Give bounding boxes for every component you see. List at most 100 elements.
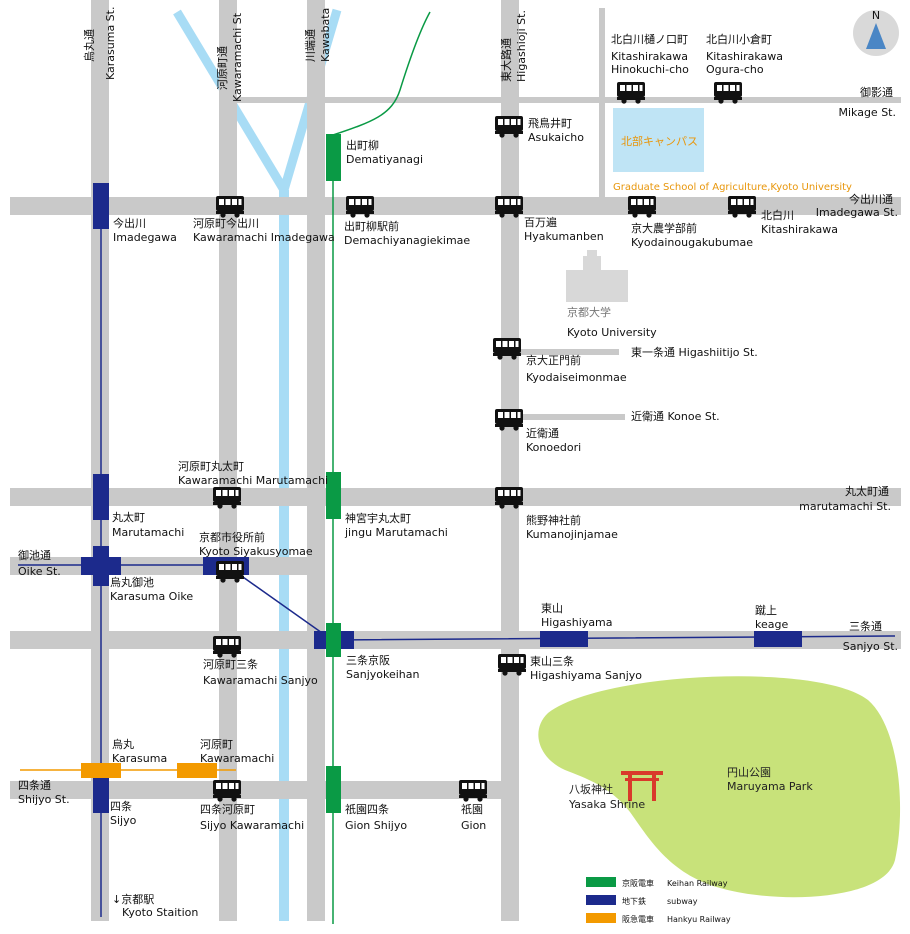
station-marutamachi[interactable] (93, 474, 109, 520)
north-campus-block (613, 108, 704, 172)
place-yasaka-jp: 八坂神社 (569, 782, 613, 796)
place-kyoto-university-jp: 京都大学 (567, 305, 611, 319)
street-kawabata-jp: 川端通 (304, 29, 317, 62)
place-demachiyanagiekimae-jp: 出町柳駅前 (344, 219, 399, 233)
place-marutamachi-jp: 丸太町 (112, 511, 145, 524)
place-imadegawa-jp: 今出川 (113, 216, 146, 230)
place-sijyo-jp: 四条 (110, 799, 132, 813)
place-keage-jp: 蹴上 (755, 603, 777, 617)
legend-hankyu-jp: 阪急電車 (622, 914, 654, 924)
yasaka-torii-icon (621, 771, 663, 801)
place-kyodaiseimonmae-jp: 京大正門前 (526, 353, 581, 367)
station-gion-shijyo[interactable] (326, 766, 341, 813)
road-karasuma (91, 0, 109, 921)
place-kyoto-station-jp: ↓京都駅 (112, 892, 154, 906)
place-ogura-en2: Ogura-cho (706, 63, 764, 76)
place-kyodainougakubumae-jp: 京大農学部前 (631, 221, 697, 235)
place-asukaicho-jp: 飛鳥井町 (528, 116, 572, 130)
legend-subway-jp: 地下鉄 (622, 896, 646, 906)
place-sijyo-kawaramachi-en: Sijyo Kawaramachi (200, 819, 304, 832)
street-kawaramachi-en: Kawaramachi St (231, 12, 244, 102)
place-sanjyokeihan-jp: 三条京阪 (346, 653, 390, 667)
road-higashiitijo (519, 349, 619, 355)
station-imadegawa[interactable] (93, 183, 109, 229)
place-konoedori-jp: 近衛通 (526, 427, 559, 440)
station-kawaramachi-hankyu[interactable] (177, 763, 217, 778)
place-kyodainougakubumae-en: Kyodainougakubumae (631, 236, 753, 249)
station-karasuma-oike-h[interactable] (81, 557, 121, 575)
place-demachiyanagi-en: Dematiyanagi (346, 153, 423, 166)
place-higashiyama-sanjyo-jp: 東山三条 (530, 654, 574, 668)
place-kawaramachi-en: Kawaramachi (200, 752, 274, 765)
road-mikage (237, 97, 901, 103)
place-hinokuchi-en1: Kitashirakawa (611, 50, 688, 63)
legend-hankyu-en: Hankyu Railway (667, 915, 731, 924)
road-shijyo (10, 781, 517, 799)
place-sijyo-kawaramachi-jp: 四条河原町 (200, 802, 255, 816)
street-marutamachi-jp: 丸太町通 (845, 485, 889, 498)
place-kumanojinjamae-jp: 熊野神社前 (526, 513, 581, 527)
place-campus-en: Graduate School of Agriculture,Kyoto Uni… (613, 182, 852, 193)
place-maruyama-jp: 円山公園 (727, 766, 771, 779)
street-sanjyo-en: Sanjyo St. (843, 640, 898, 653)
station-demachiyanagi[interactable] (326, 134, 341, 181)
place-demachiyanagi-jp: 出町柳 (346, 138, 379, 152)
street-higashiitijo: 東一条通 Higashiitijo St. (631, 345, 758, 359)
road-konoe (519, 414, 625, 420)
place-gion-jp: 祇園 (461, 803, 483, 816)
street-shijyo-en: Shijyo St. (18, 793, 70, 806)
street-higashioji-jp: 東大路通 (499, 38, 513, 82)
place-karasuma-oike-jp: 烏丸御池 (110, 575, 154, 589)
street-sanjyo-jp: 三条通 (849, 619, 882, 633)
place-ogura-jp: 北白川小倉町 (706, 32, 772, 46)
place-asukaicho-en: Asukaicho (528, 131, 584, 144)
road-higashioji (501, 0, 519, 921)
place-hinokuchi-jp: 北白川樋ノ口町 (611, 32, 688, 46)
place-jingu-marutamachi-jp: 神宮宇丸太町 (345, 511, 411, 525)
place-yasaka-en: Yasaka Shrine (568, 798, 645, 811)
place-konoedori-en: Konoedori (526, 441, 581, 454)
place-kitashirakawa-jp: 北白川 (761, 208, 794, 222)
place-kyodaiseimonmae-en: Kyodaiseimonmae (526, 371, 627, 384)
compass-icon: N (853, 9, 899, 56)
place-kyoto-station-en: Kyoto Staition (122, 906, 198, 919)
road-marutamachi (10, 488, 901, 506)
station-keage[interactable] (754, 631, 802, 647)
place-kyoto-siyakusyomae-en: Kyoto Siyakusyomae (199, 545, 313, 558)
station-jingu-marutamachi[interactable] (326, 472, 341, 519)
street-mikage-jp: 御影通 (860, 85, 893, 99)
place-kumanojinjamae-en: Kumanojinjamae (526, 528, 618, 541)
place-karasuma-en: Karasuma (112, 752, 167, 765)
street-kawaramachi-jp: 河原町通 (216, 46, 229, 90)
place-kawaramachi-sanjyo-jp: 河原町三条 (203, 657, 258, 671)
street-imadegawa-jp: 今出川通 (849, 192, 893, 206)
tozai-subway-line (18, 564, 896, 641)
station-sijyo[interactable] (93, 776, 109, 813)
place-higashiyama-sanjyo-en: Higashiyama Sanjyo (530, 669, 642, 682)
street-oike-en: Oike St. (18, 565, 61, 578)
place-campus-jp: 北部キャンパス (621, 134, 698, 148)
legend-swatch-hankyu (586, 913, 616, 923)
place-kyoto-university-en: Kyoto University (567, 326, 657, 339)
station-sanjyokeihan[interactable] (326, 623, 341, 657)
station-karasuma-hankyu[interactable] (81, 763, 121, 778)
legend-subway-en: subway (667, 897, 698, 906)
map-legend: 京阪電車 Keihan Railway 地下鉄 subway 阪急電車 Hank… (586, 877, 731, 924)
place-kitashirakawa-en: Kitashirakawa (761, 223, 838, 236)
place-imadegawa-en: Imadegawa (113, 231, 177, 244)
street-kawabata-en: Kawabata (319, 8, 332, 62)
place-karasuma-oike-en: Karasuma Oike (110, 590, 193, 603)
maruyama-park-area (538, 676, 901, 898)
place-hinokuchi-en2: Hinokuchi-cho (611, 63, 689, 76)
eizan-line (332, 11, 431, 136)
place-hyakumanben-jp: 百万遍 (524, 216, 557, 229)
station-higashiyama[interactable] (540, 631, 588, 647)
place-karasuma-jp: 烏丸 (112, 737, 134, 751)
street-mikage-en: Mikage St. (838, 106, 896, 119)
street-oike-jp: 御池通 (18, 548, 51, 562)
place-kawaramachi-imadegawa-en: Kawaramachi Imadegawa (193, 231, 335, 244)
place-sanjyokeihan-en: Sanjyokeihan (346, 668, 420, 681)
legend-swatch-keihan (586, 877, 616, 887)
